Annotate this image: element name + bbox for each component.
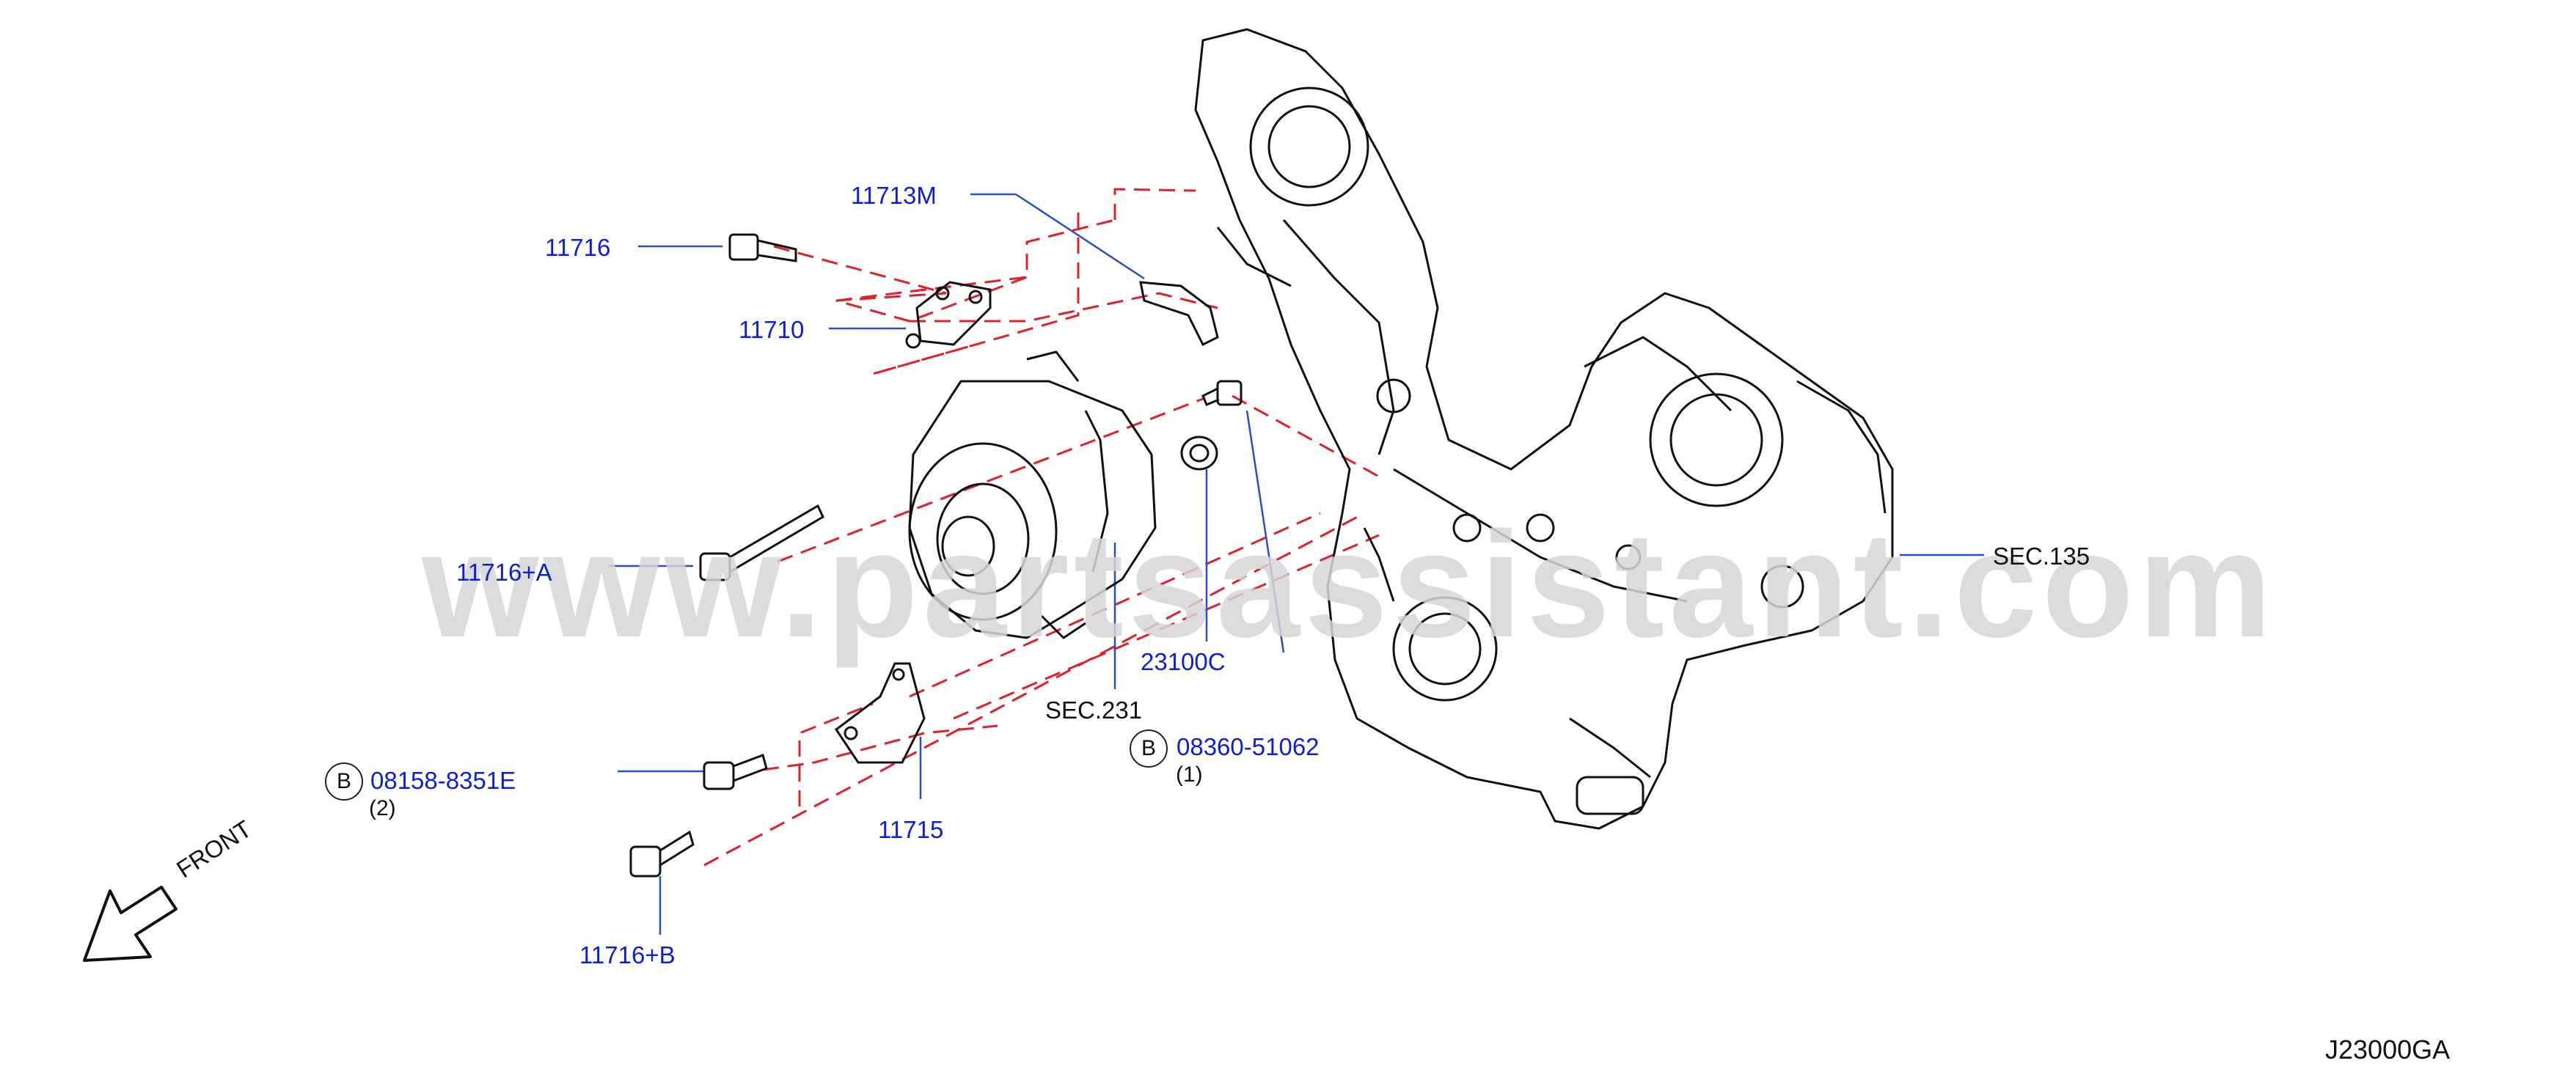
label-11716: 11716 [545, 234, 611, 261]
label-11710: 11710 [739, 316, 805, 343]
label-23100c: 23100C [1141, 648, 1226, 675]
lower-bracket [834, 662, 926, 764]
label-sec-231: SEC.231 [1045, 696, 1143, 724]
front-arrow-icon [83, 886, 178, 962]
upper-bracket [905, 281, 992, 349]
bracket-11713m [1139, 281, 1219, 347]
bolt-08360 [1201, 380, 1243, 406]
diagram-code: J23000GA [2325, 1034, 2451, 1065]
b-marker-08360: B [1130, 729, 1168, 768]
label-08360-51062: 08360-51062 [1177, 733, 1320, 760]
nut-23100c [1180, 435, 1218, 471]
qty-08158: (2) [369, 796, 396, 820]
label-11716-b: 11716+B [579, 941, 676, 968]
watermark: www.partsassistant.com [422, 501, 2277, 669]
bolt-11716-a [699, 504, 824, 581]
engine-block [1194, 28, 1894, 830]
bolt-08158 [703, 754, 768, 790]
label-08158-8351e: 08158-8351E [370, 767, 516, 794]
bolt-11716 [728, 233, 797, 262]
leader-lines [609, 193, 1984, 935]
bolt-11716-b [629, 830, 695, 878]
label-11716-a: 11716+A [456, 559, 552, 586]
b-marker-08158: B [325, 762, 363, 801]
alternator [908, 350, 1157, 639]
label-11715: 11715 [878, 816, 944, 843]
qty-08360: (1) [1176, 762, 1203, 787]
label-11713m: 11713M [851, 182, 937, 209]
label-sec-135: SEC.135 [1993, 543, 2090, 570]
